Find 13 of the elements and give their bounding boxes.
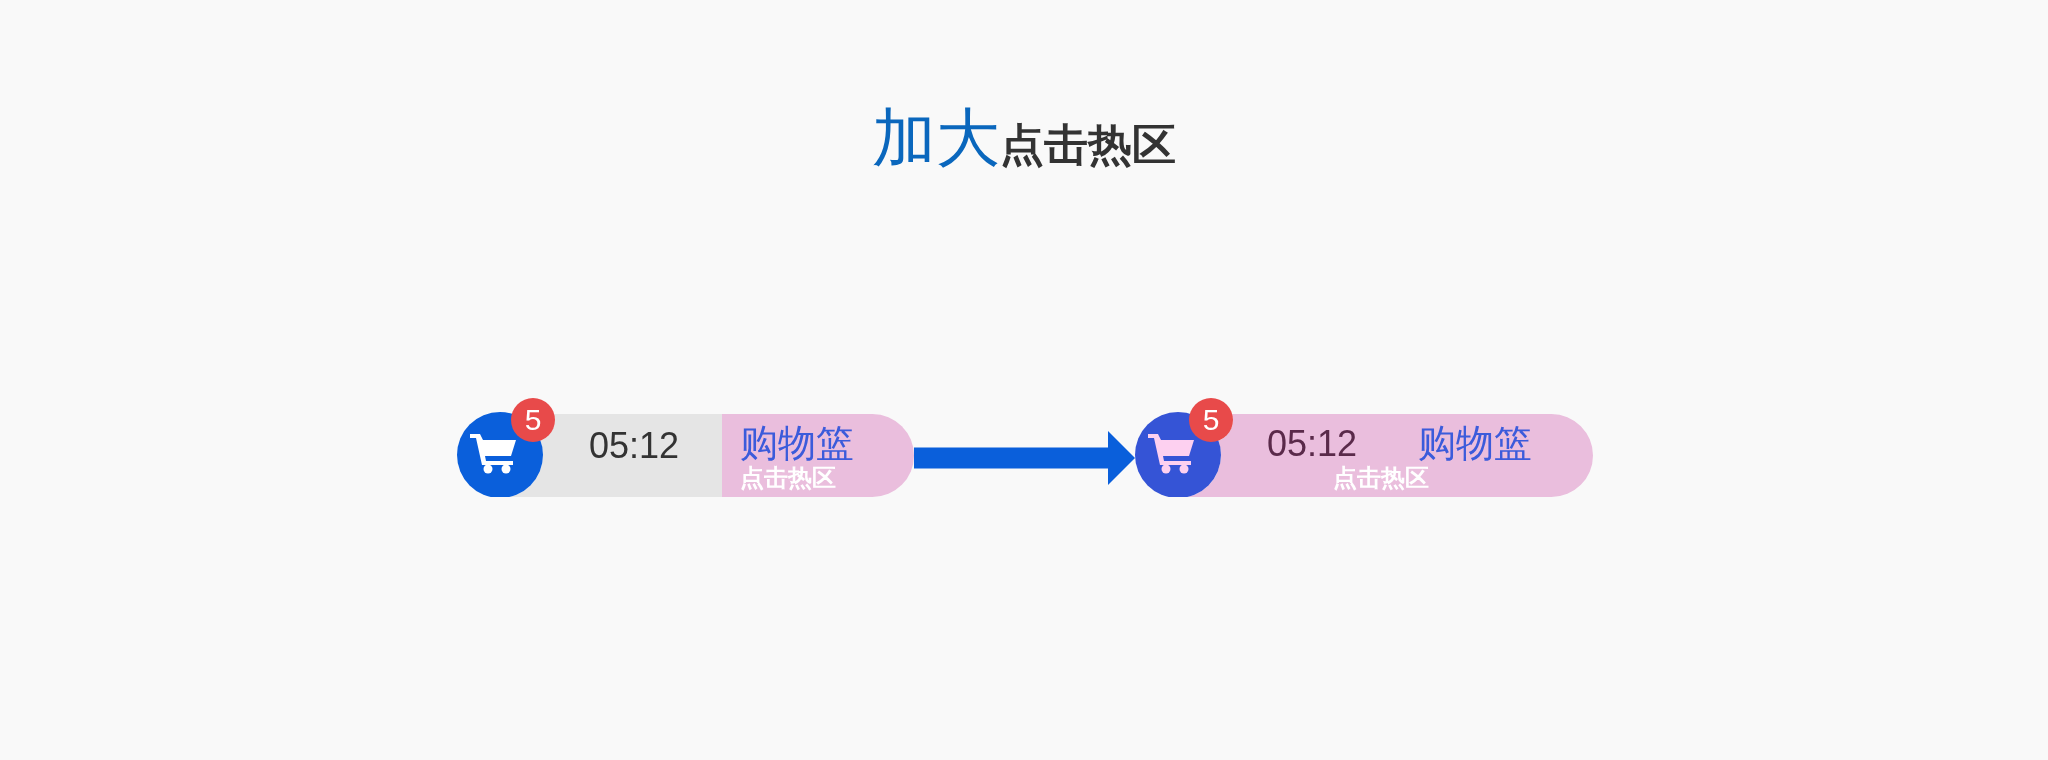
basket-label: 购物篮 — [1418, 424, 1533, 462]
basket-label: 购物篮 — [740, 424, 855, 462]
hot-zone-label: 点击热区 — [1333, 466, 1430, 490]
badge-count: 5 — [1201, 405, 1221, 435]
badge-count: 5 — [523, 405, 543, 435]
arrow — [914, 431, 1135, 485]
title: 加大点击热区 — [871, 101, 1177, 176]
count-badge — [1189, 398, 1233, 442]
hot-zone — [722, 414, 914, 497]
count-badge — [511, 398, 555, 442]
timer-text: 05:12 — [587, 428, 681, 464]
timer-text: 05:12 — [1265, 426, 1359, 462]
hot-zone-label: 点击热区 — [740, 466, 837, 490]
